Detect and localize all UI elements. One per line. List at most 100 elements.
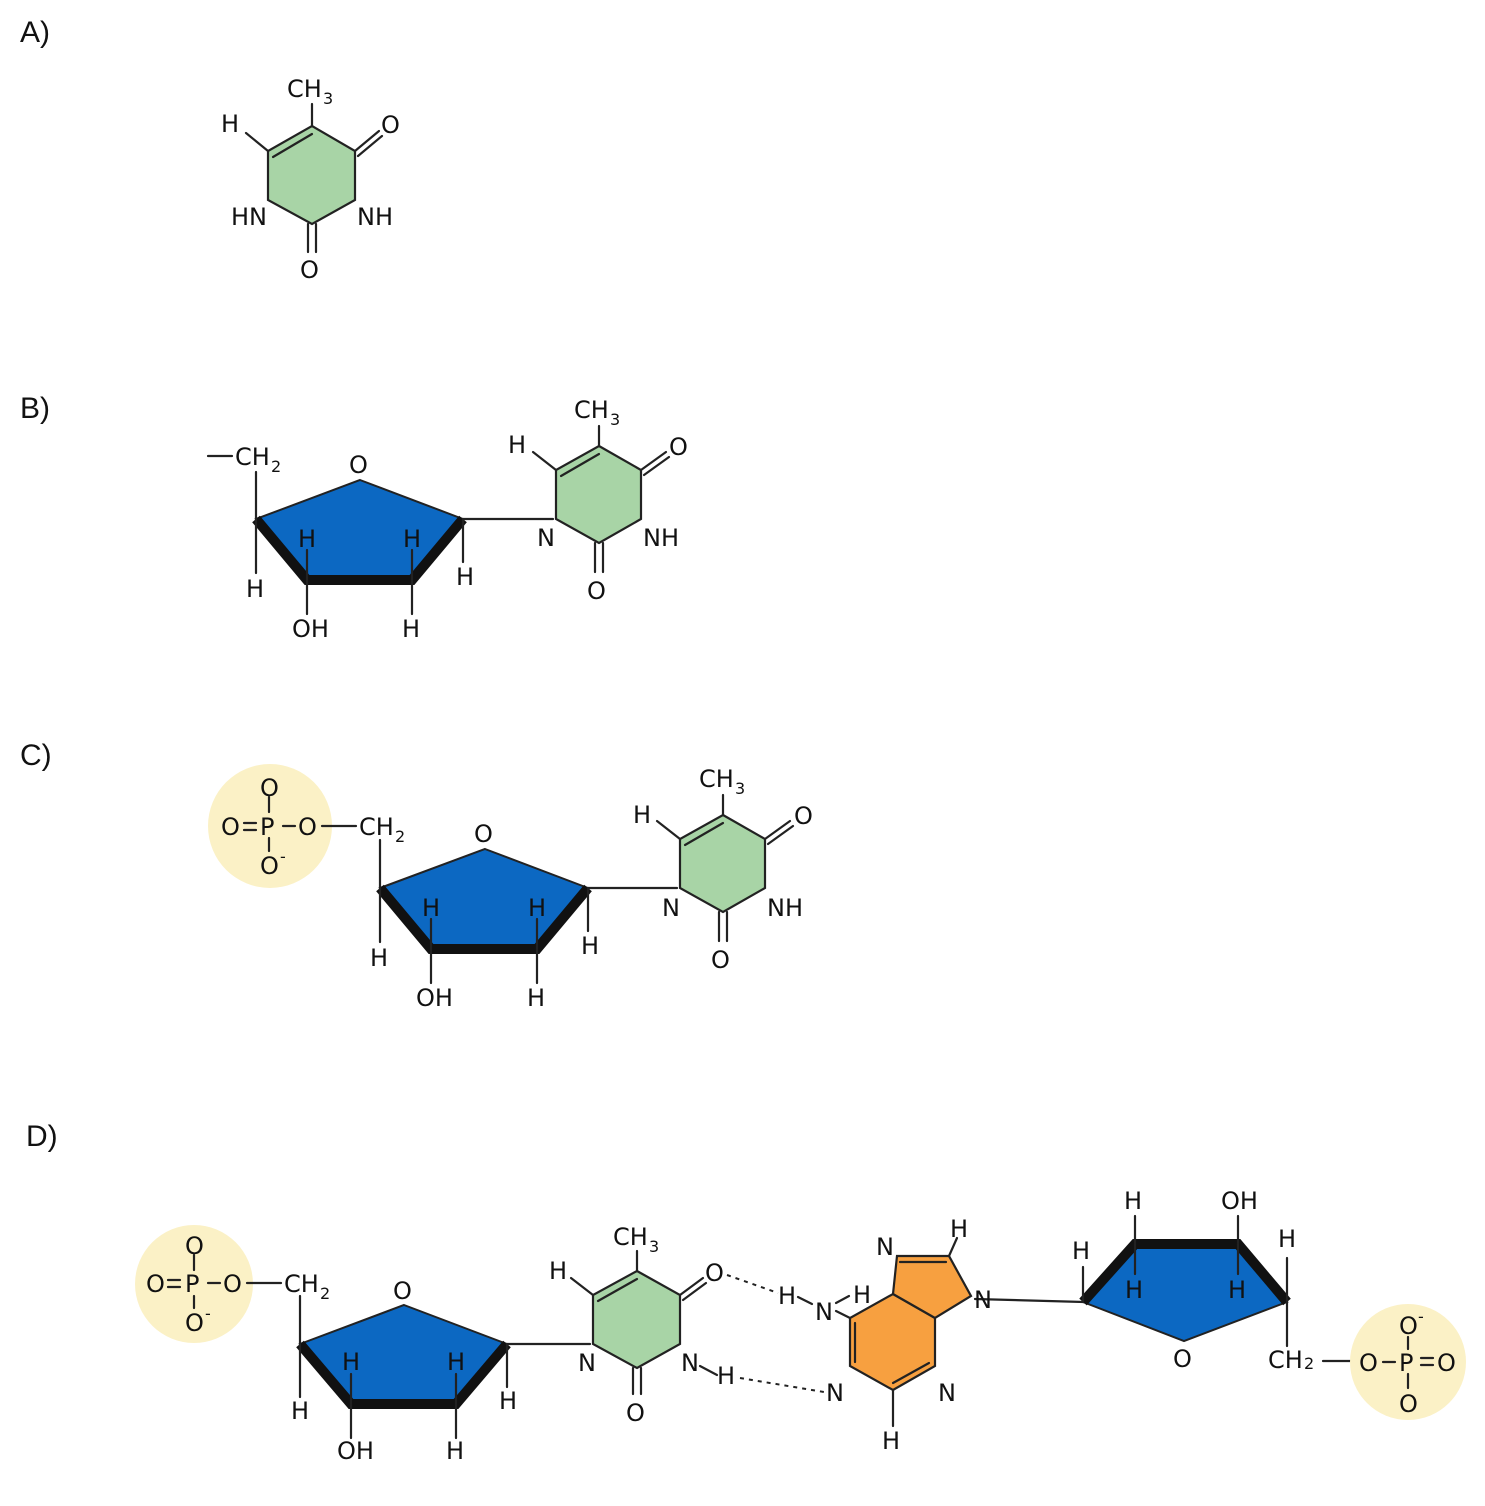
phosphate-group-c: O O P O O - [208, 764, 358, 888]
ch2-label: CH [1268, 1346, 1303, 1374]
phosphorus: P [185, 1270, 199, 1298]
panel-c: C) O O P O O - CH 2 [20, 739, 813, 1012]
atom-h: H [446, 1437, 464, 1465]
atom-nh: NH [643, 524, 679, 552]
atom-h: H [1124, 1187, 1142, 1215]
panel-label-b: B) [20, 392, 50, 425]
atom-h: H [882, 1427, 900, 1455]
atom-h: H [447, 1348, 465, 1376]
pyrimidine-ring [591, 1269, 682, 1370]
atom-n: N [826, 1379, 844, 1407]
phosphate-halo [1350, 1304, 1466, 1420]
ch2-label: CH [284, 1270, 319, 1298]
hydrogen-bond-top [726, 1274, 779, 1294]
sugar-ring [378, 847, 590, 950]
pyrimidine-ring [554, 444, 643, 545]
phosphate-halo [135, 1225, 253, 1343]
ring-o: O [393, 1277, 412, 1305]
atom-h: H [291, 1397, 309, 1425]
atom-h: H [370, 944, 388, 972]
atom-h: H [403, 525, 421, 553]
phosphate-o-top: O [1399, 1312, 1418, 1340]
ring-o: O [349, 451, 368, 479]
deoxyribose-right: H OH H H H H O CH 2 [1072, 1187, 1356, 1374]
atom-o: O [794, 802, 813, 830]
ch2-label: CH [359, 813, 394, 841]
methyl-subscript: 3 [649, 1237, 659, 1256]
phosphate-o-top: O [260, 774, 279, 802]
phosphate-group-right: O - O P O O [1350, 1304, 1466, 1420]
atom-n: N [537, 524, 555, 552]
atom-n: N [578, 1349, 596, 1377]
atom-n: N [938, 1379, 956, 1407]
atom-nh: NH [357, 203, 393, 231]
deoxyribose-c: CH 2 O H H H H OH H [359, 813, 599, 1012]
deoxyribose-b: CH 2 O H H H H OH H [206, 443, 474, 643]
negative-charge: - [280, 847, 286, 866]
panel-label-d: D) [26, 1120, 58, 1153]
atom-h: H [527, 984, 545, 1012]
phosphate-o-bottom: O [185, 1309, 204, 1337]
phosphate-o-bottom: O [260, 852, 279, 880]
hydrogen-bond-bottom [739, 1377, 825, 1393]
thymine-base-b: CH 3 H O N NH O [508, 396, 688, 605]
phosphate-o-left: O [221, 813, 240, 841]
methyl-subscript: 3 [610, 410, 620, 429]
ch2-subscript: 2 [271, 457, 281, 476]
atom-nh: NH [767, 894, 803, 922]
atom-h: H [549, 1257, 567, 1285]
atom-n: N [662, 894, 680, 922]
atom-o: O [669, 433, 688, 461]
atom-h: H [581, 932, 599, 960]
atom-h: H [1072, 1237, 1090, 1265]
phosphate-o-left: O [146, 1270, 165, 1298]
purine-five-ring [891, 1254, 973, 1320]
ch2-subscript: 2 [320, 1284, 330, 1303]
amine-n: N [815, 1298, 833, 1326]
atom-h: H [528, 894, 546, 922]
phosphate-o-right: O [298, 813, 317, 841]
ch2-subscript: 2 [395, 827, 405, 846]
atom-h: H [246, 575, 264, 603]
ch2-subscript: 2 [1304, 1354, 1314, 1373]
negative-charge: - [205, 1304, 211, 1323]
methyl-ch: CH [574, 396, 609, 424]
ring-o: O [474, 820, 493, 848]
atom-h: H [402, 615, 420, 643]
phosphate-o-left: O [1359, 1349, 1378, 1377]
pyrimidine-ring [266, 124, 357, 226]
phosphate-o-right: O [1437, 1349, 1456, 1377]
atom-h: H [342, 1348, 360, 1376]
methyl-ch: CH [613, 1223, 648, 1251]
phosphate-o-bottom: O [1399, 1390, 1418, 1418]
atom-h: H [508, 431, 526, 459]
thymine-base-d: CH 3 H O N N H O [549, 1223, 735, 1427]
sugar-ring [298, 1303, 509, 1405]
adenine-base-d: H N H N H N N N H [778, 1215, 1086, 1455]
atom-h: H [853, 1281, 871, 1309]
panel-b: B) CH 2 O H H H H OH H [20, 392, 688, 643]
atom-o: O [381, 111, 400, 139]
negative-charge: - [1418, 1307, 1424, 1326]
atom-oh: OH [1221, 1187, 1258, 1215]
atom-n: N [681, 1349, 699, 1377]
atom-oh: OH [292, 615, 329, 643]
phosphorus: P [1399, 1349, 1413, 1377]
methyl-subscript: 3 [323, 89, 333, 108]
deoxyribose-left: CH 2 O H H H H OH H [284, 1270, 517, 1465]
phosphorus: P [260, 813, 274, 841]
atom-o: O [626, 1399, 645, 1427]
sugar-ring [254, 478, 465, 581]
panel-a: A) CH 3 H O HN NH O [20, 16, 400, 284]
panel-label-c: C) [20, 739, 52, 772]
atom-h: H [422, 894, 440, 922]
atom-h: H [1278, 1225, 1296, 1253]
methyl-ch: CH [287, 75, 322, 103]
phosphate-group-left: O O P O O - [135, 1225, 283, 1343]
atom-h: H [456, 563, 474, 591]
atom-oh: OH [416, 984, 453, 1012]
atom-h: H [778, 1282, 796, 1310]
methyl-subscript: 3 [735, 779, 745, 798]
atom-h: H [1228, 1276, 1246, 1304]
